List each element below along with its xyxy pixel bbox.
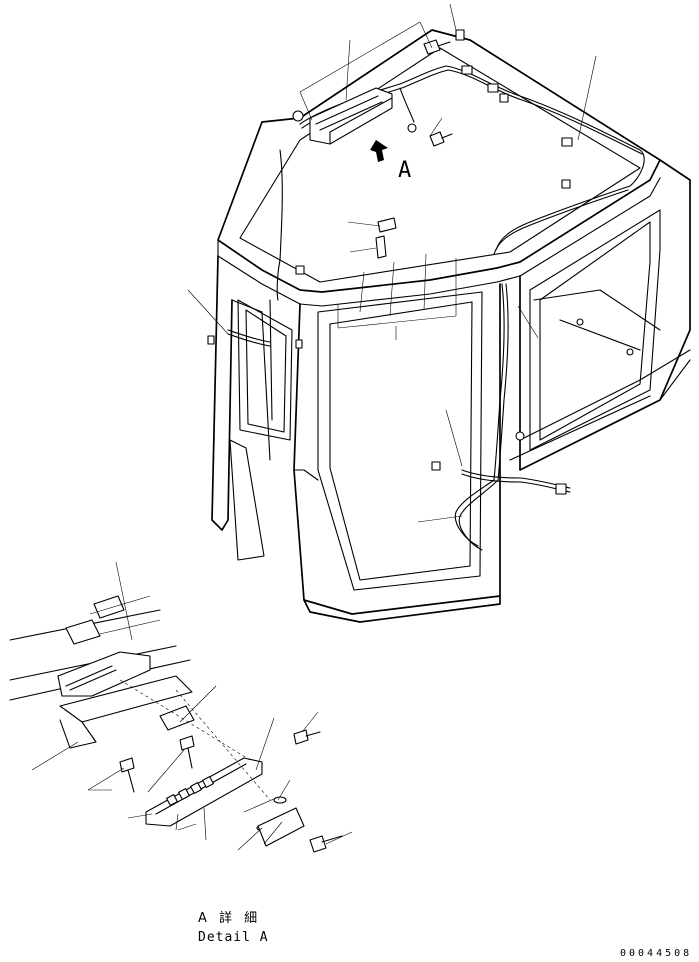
detail-subtitle: Detail A	[198, 930, 269, 945]
roof-switch-panel	[309, 87, 393, 145]
pillar-harness	[454, 283, 571, 551]
detail-title: A 詳 細	[198, 911, 262, 926]
left-harness	[227, 299, 273, 421]
cab-frame	[211, 29, 691, 623]
connectors	[207, 29, 634, 495]
roof-bolts	[375, 39, 453, 259]
document-number: 00044508	[620, 948, 693, 959]
bold-arrow-icon	[370, 140, 388, 162]
leader-lines	[31, 3, 597, 851]
view-marker-a: A	[398, 158, 412, 183]
detail-a-exploded	[9, 595, 343, 853]
